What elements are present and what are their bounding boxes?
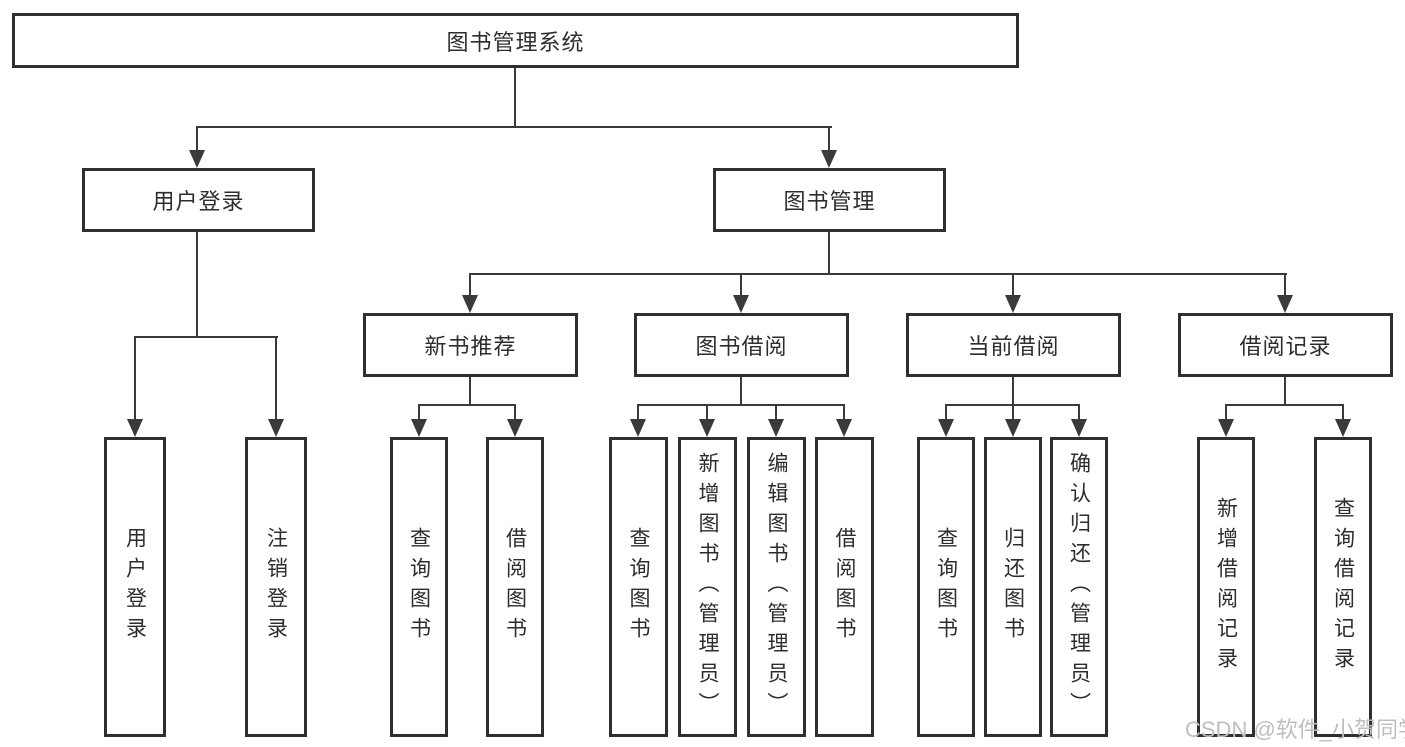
node-label: 图书管理系统 bbox=[446, 29, 585, 55]
connector-line bbox=[1012, 377, 1014, 406]
node-label: 借阅图书 bbox=[503, 527, 527, 647]
arrow-down-icon bbox=[938, 419, 954, 437]
connector-line bbox=[1078, 404, 1080, 421]
connector-line bbox=[418, 404, 420, 421]
node-label: 当前借阅 bbox=[967, 334, 1060, 359]
connector-line bbox=[1225, 404, 1344, 406]
connector-line bbox=[828, 232, 830, 275]
leaf-query-books: 查询图书 bbox=[917, 437, 975, 737]
arrow-down-icon bbox=[411, 419, 427, 437]
node-borrowing-records: 借阅记录 bbox=[1178, 313, 1393, 377]
arrow-down-icon bbox=[189, 150, 205, 168]
arrow-down-icon bbox=[127, 419, 143, 437]
arrow-down-icon bbox=[1005, 295, 1021, 313]
node-label: 新增借阅记录 bbox=[1214, 497, 1238, 677]
arrow-down-icon bbox=[1335, 419, 1351, 437]
arrow-down-icon bbox=[1218, 419, 1234, 437]
connector-line bbox=[843, 404, 845, 421]
node-current-borrowing: 当前借阅 bbox=[906, 313, 1121, 377]
arrow-down-icon bbox=[268, 419, 284, 437]
connector-line bbox=[637, 404, 639, 421]
connector-line bbox=[1012, 404, 1014, 421]
node-book-borrowing: 图书借阅 bbox=[634, 313, 849, 377]
arrow-down-icon bbox=[630, 419, 646, 437]
connector-line bbox=[945, 404, 947, 421]
leaf-query-books: 查询图书 bbox=[609, 437, 668, 737]
connector-line bbox=[637, 404, 845, 406]
arrow-down-icon bbox=[1005, 419, 1021, 437]
node-label: 用户登录 bbox=[123, 527, 147, 647]
leaf-borrow-books: 借阅图书 bbox=[815, 437, 874, 737]
node-label: 确认归还（管理员） bbox=[1067, 452, 1091, 722]
connector-line bbox=[469, 273, 1287, 275]
connector-line bbox=[197, 126, 832, 128]
node-label: 新增图书（管理员） bbox=[696, 452, 719, 722]
arrow-down-icon bbox=[699, 419, 715, 437]
arrow-down-icon bbox=[1277, 295, 1293, 313]
node-label: 查询图书 bbox=[407, 527, 431, 647]
node-label: 图书借阅 bbox=[695, 334, 788, 359]
node-label: 查询图书 bbox=[627, 527, 650, 647]
node-label: 用户登录 bbox=[152, 189, 245, 214]
leaf-confirm-return-admin: 确认归还（管理员） bbox=[1050, 437, 1108, 737]
arrow-down-icon bbox=[768, 419, 784, 437]
arrow-down-icon bbox=[821, 150, 837, 168]
node-label: 借阅记录 bbox=[1239, 334, 1332, 359]
connector-line bbox=[196, 126, 198, 152]
connector-line bbox=[514, 404, 516, 421]
connector-line bbox=[134, 336, 278, 338]
leaf-user-login: 用户登录 bbox=[104, 437, 166, 737]
connector-line bbox=[418, 404, 516, 406]
arrow-down-icon bbox=[836, 419, 852, 437]
connector-line bbox=[706, 404, 708, 421]
connector-line bbox=[469, 377, 471, 406]
leaf-add-books-admin: 新增图书（管理员） bbox=[678, 437, 737, 737]
node-label: 查询图书 bbox=[934, 527, 958, 647]
connector-line bbox=[196, 232, 198, 338]
connector-line bbox=[740, 377, 742, 406]
connector-line bbox=[275, 336, 277, 421]
connector-line bbox=[1225, 404, 1227, 421]
csdn-watermark: CSDN @软件_小贺同学 bbox=[1185, 717, 1405, 742]
connector-line bbox=[1342, 404, 1344, 421]
node-label: 借阅图书 bbox=[833, 527, 856, 647]
connector-line bbox=[775, 404, 777, 421]
node-new-book-recommendation: 新书推荐 bbox=[363, 313, 578, 377]
node-book-management: 图书管理 bbox=[713, 168, 946, 232]
node-label: 归还图书 bbox=[1001, 527, 1025, 647]
node-label: 编辑图书（管理员） bbox=[765, 452, 788, 722]
connector-line bbox=[740, 273, 742, 297]
connector-line bbox=[828, 126, 830, 152]
node-label: 注销登录 bbox=[264, 527, 288, 647]
node-library-management-system: 图书管理系统 bbox=[12, 13, 1019, 68]
arrow-down-icon bbox=[1071, 419, 1087, 437]
leaf-borrow-books: 借阅图书 bbox=[486, 437, 544, 737]
connector-line bbox=[514, 68, 516, 128]
node-label: 新书推荐 bbox=[424, 334, 517, 359]
arrow-down-icon bbox=[462, 295, 478, 313]
connector-line bbox=[1012, 273, 1014, 297]
node-label: 查询借阅记录 bbox=[1331, 497, 1355, 677]
connector-line bbox=[1284, 377, 1286, 406]
arrow-down-icon bbox=[733, 295, 749, 313]
leaf-add-borrow-record: 新增借阅记录 bbox=[1197, 437, 1255, 737]
leaf-logout: 注销登录 bbox=[245, 437, 307, 737]
leaf-query-borrow-record: 查询借阅记录 bbox=[1314, 437, 1372, 737]
node-user-login: 用户登录 bbox=[82, 168, 315, 232]
connector-line bbox=[134, 336, 136, 421]
connector-line bbox=[1284, 273, 1286, 297]
arrow-down-icon bbox=[507, 419, 523, 437]
node-label: 图书管理 bbox=[783, 189, 876, 214]
leaf-edit-books-admin: 编辑图书（管理员） bbox=[747, 437, 806, 737]
connector-line bbox=[469, 273, 471, 297]
leaf-return-books: 归还图书 bbox=[984, 437, 1042, 737]
leaf-query-books: 查询图书 bbox=[390, 437, 448, 737]
